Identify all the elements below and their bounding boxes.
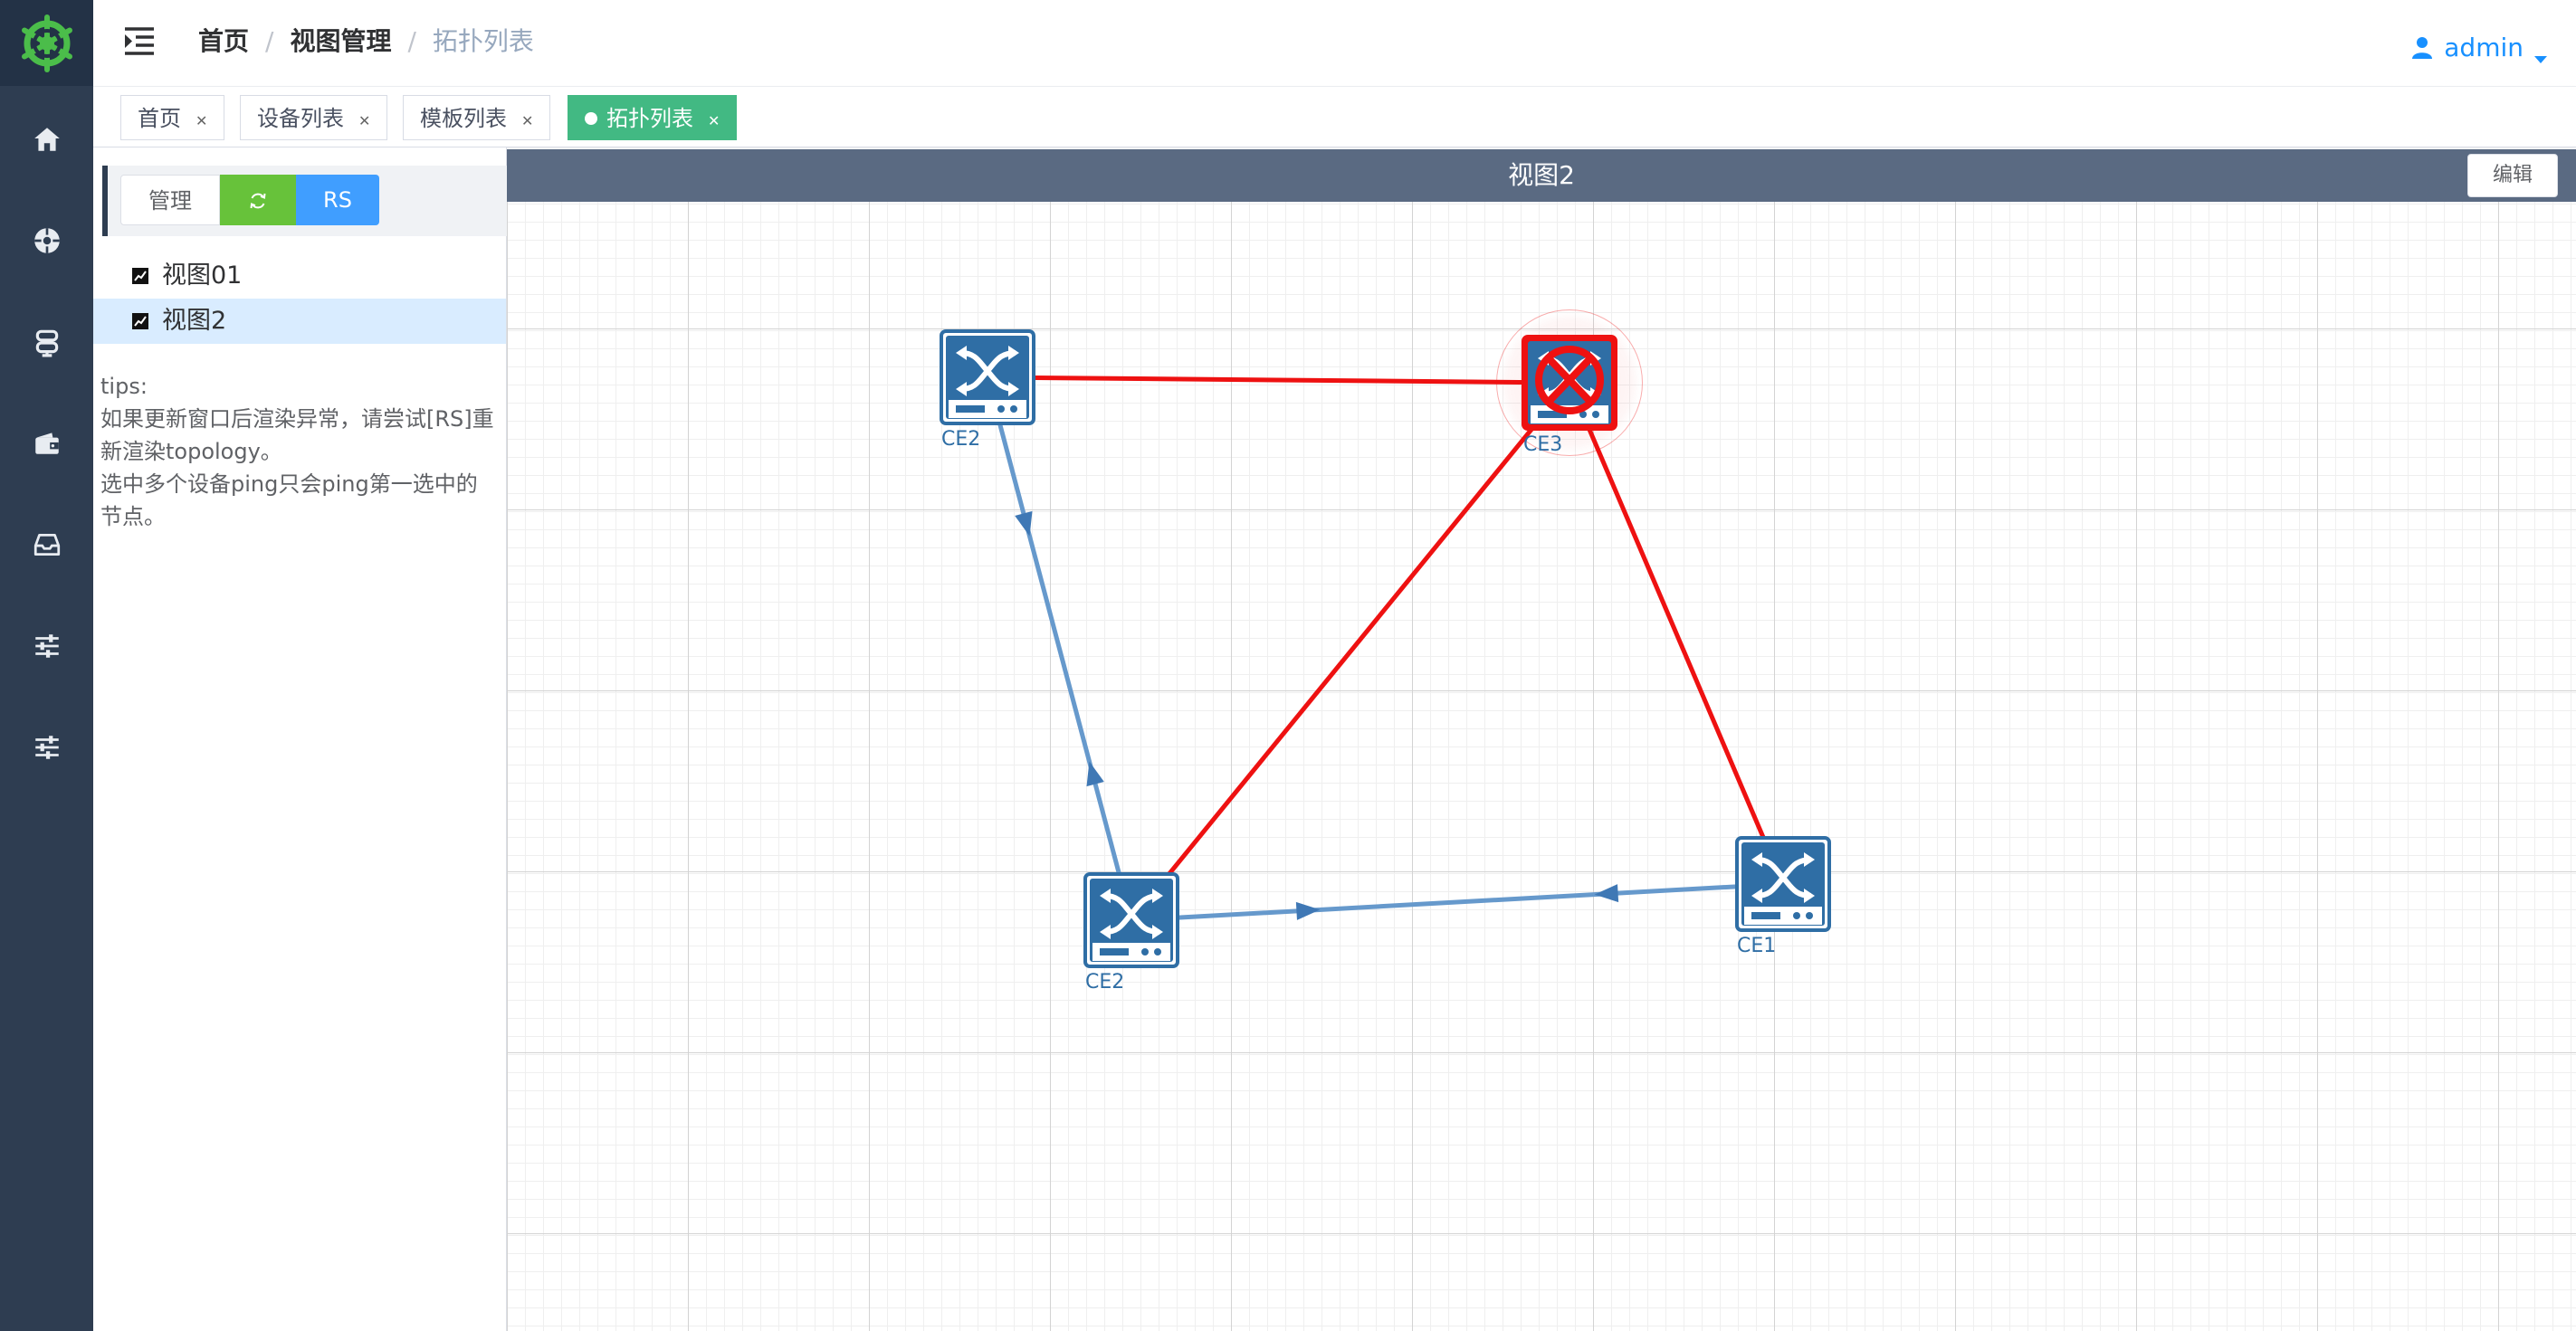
caret-down-icon (2534, 56, 2547, 63)
switch-node[interactable] (1496, 309, 1643, 456)
sidebar-item-wallet[interactable] (0, 416, 93, 471)
dashboard-icon (33, 228, 60, 253)
manage-button[interactable]: 管理 (120, 175, 220, 225)
tag-label: 设备列表 (257, 106, 344, 131)
link-n2-n4[interactable] (1567, 382, 1786, 885)
rs-button[interactable]: RS (296, 175, 379, 225)
breadcrumb-current: 拓扑列表 (432, 26, 534, 56)
inbox-icon (33, 533, 60, 556)
chart-icon (132, 268, 148, 284)
tag-label: 拓扑列表 (606, 106, 693, 131)
sidebar (0, 0, 93, 1331)
node-label: CE2 (941, 428, 981, 451)
topology-title: 视图2 (1508, 160, 1575, 190)
breadcrumb-separator: / (407, 26, 416, 56)
button-group: 管理 RS (102, 166, 511, 236)
tag-device-list[interactable]: 设备列表 ✕ (240, 95, 388, 140)
refresh-icon (250, 193, 266, 209)
sliders-icon (34, 736, 59, 759)
chart-icon (132, 313, 148, 329)
device-icon (35, 329, 58, 357)
link-n3-n4[interactable] (1131, 881, 1784, 923)
tag-label: 首页 (138, 106, 181, 131)
sliders-icon (34, 634, 59, 658)
sidebar-item-home[interactable] (0, 112, 93, 166)
sidebar-item-device[interactable] (0, 315, 93, 369)
menu-fold-icon[interactable] (122, 25, 157, 58)
breadcrumb-view-manage[interactable]: 视图管理 (290, 26, 392, 56)
close-icon[interactable]: ✕ (196, 112, 208, 129)
switch-node[interactable] (1083, 872, 1179, 968)
node-label: CE3 (1523, 433, 1563, 456)
tags-view: 首页 ✕ 设备列表 ✕ 模板列表 ✕ 拓扑列表 ✕ (93, 87, 2576, 147)
close-icon[interactable]: ✕ (708, 112, 720, 129)
node-label: CE2 (1085, 971, 1125, 993)
switch-node[interactable] (1735, 836, 1831, 932)
user-menu[interactable]: admin (2411, 33, 2547, 63)
link-arrow (1594, 884, 1619, 903)
user-icon (2412, 36, 2433, 59)
refresh-button[interactable] (220, 175, 296, 225)
switch-node[interactable] (940, 329, 1035, 425)
sidebar-item-settings-2[interactable] (0, 720, 93, 775)
link-n2-n3[interactable] (1130, 381, 1571, 922)
active-dot (585, 112, 597, 125)
close-icon[interactable]: ✕ (521, 112, 534, 129)
tag-template-list[interactable]: 模板列表 ✕ (403, 95, 551, 140)
breadcrumb-home[interactable]: 首页 (198, 26, 250, 56)
switch-icon (1083, 872, 1179, 968)
logo[interactable] (0, 0, 93, 86)
view-item-01[interactable]: 视图01 (93, 253, 506, 299)
tips-line: 如果更新窗口后渲染异常，请尝试[RS]重新渲染topology。 (100, 406, 494, 464)
tag-home[interactable]: 首页 ✕ (120, 95, 225, 140)
tag-topology-list[interactable]: 拓扑列表 ✕ (568, 95, 738, 140)
home-icon (33, 128, 60, 151)
edit-button[interactable]: 编辑 (2467, 154, 2558, 197)
link-n1-n2[interactable] (987, 375, 1570, 385)
tips-line: 选中多个设备ping只会ping第一选中的节点。 (100, 471, 478, 529)
view-label: 视图2 (162, 307, 227, 335)
view-label: 视图01 (162, 261, 243, 290)
switch-icon (1735, 836, 1831, 932)
switch-icon (940, 329, 1035, 425)
sidebar-item-inbox[interactable] (0, 518, 93, 572)
node-label: CE1 (1737, 935, 1777, 957)
tips-heading: tips: (100, 374, 148, 399)
link-n1-n3[interactable] (985, 376, 1134, 921)
tips: tips: 如果更新窗口后渲染异常，请尝试[RS]重新渲染topology。 选… (100, 370, 499, 533)
breadcrumb-separator: / (265, 26, 274, 56)
user-name: admin (2444, 33, 2524, 62)
error-badge-icon (1535, 346, 1604, 414)
sidebar-item-settings-1[interactable] (0, 619, 93, 673)
header: 首页 / 视图管理 / 拓扑列表 admin (93, 0, 2576, 87)
helm-wheel-icon (21, 14, 72, 72)
topology-links (985, 375, 1786, 923)
view-item-2[interactable]: 视图2 (93, 299, 506, 344)
wallet-icon (34, 433, 59, 454)
link-arrow (1086, 761, 1104, 787)
sidebar-item-dashboard[interactable] (0, 214, 93, 268)
link-arrow (1295, 901, 1321, 920)
close-icon[interactable]: ✕ (358, 112, 371, 129)
breadcrumb: 首页 / 视图管理 / 拓扑列表 (198, 25, 534, 58)
tag-label: 模板列表 (420, 106, 507, 131)
view-panel: 管理 RS 视图01 视图2 tips: 如果更新窗口后渲染异常，请尝试[RS]… (93, 147, 511, 1331)
topology-header: 视图2 编辑 (507, 149, 2576, 202)
link-arrow (1015, 510, 1033, 537)
